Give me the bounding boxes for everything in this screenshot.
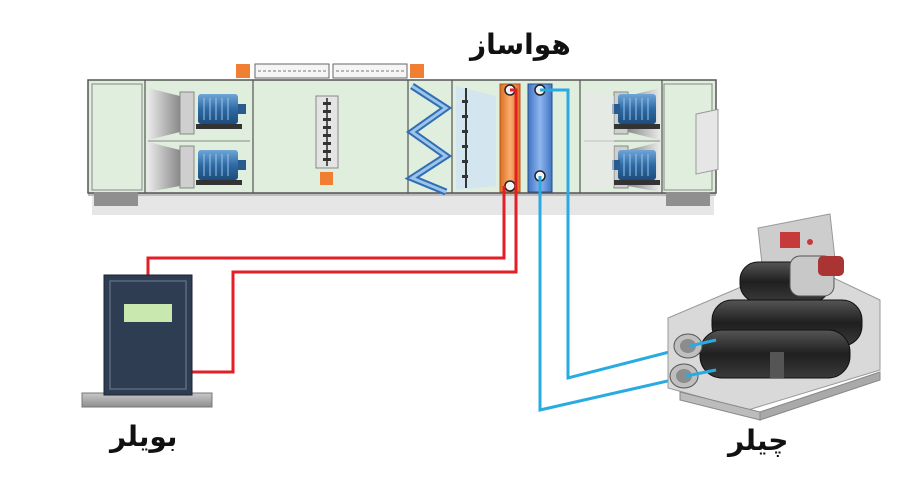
filter-icon [404,83,453,196]
damper-actuator-left [236,64,250,78]
chiller-icon [667,108,881,421]
cold-pipe-return [538,176,717,412]
ahu-foot-right [666,192,710,206]
fan-inlet-cone-bottom [148,142,180,192]
boiler-display [124,304,172,322]
fan-inlet-cone-top [148,88,180,140]
fan-motor-icon [196,150,246,185]
boiler-body [103,274,193,396]
hot-pipe-supply [190,88,518,374]
roof-damper-left [254,63,330,79]
hot-pipe-return [146,186,506,275]
mixing-section [315,95,339,185]
cooling-coil-icon [527,83,553,193]
damper-actuator-right [410,64,424,78]
chiller-label: چیلر [728,424,789,457]
fan-section-left [148,88,250,192]
ahu-foot-left [94,192,138,206]
chilled-water-pipes [538,88,717,412]
cold-pipe-supply [540,88,717,380]
air-handler-unit [87,63,717,215]
boiler-label: بویلر [110,420,178,453]
boiler-icon [81,274,213,408]
pre-filter [456,86,496,190]
damper-actuator-lower [320,172,333,185]
fan-section-right [584,88,660,192]
roof-damper-right [332,63,408,79]
fan-motor-icon [612,150,660,185]
hot-water-pipes [146,88,518,374]
fan-motor-icon [612,94,660,129]
fan-motor-icon [196,94,246,129]
ahu-end-panel-left [91,83,143,191]
air-handler-label: هواساز [470,28,571,61]
ahu-base [92,193,714,215]
